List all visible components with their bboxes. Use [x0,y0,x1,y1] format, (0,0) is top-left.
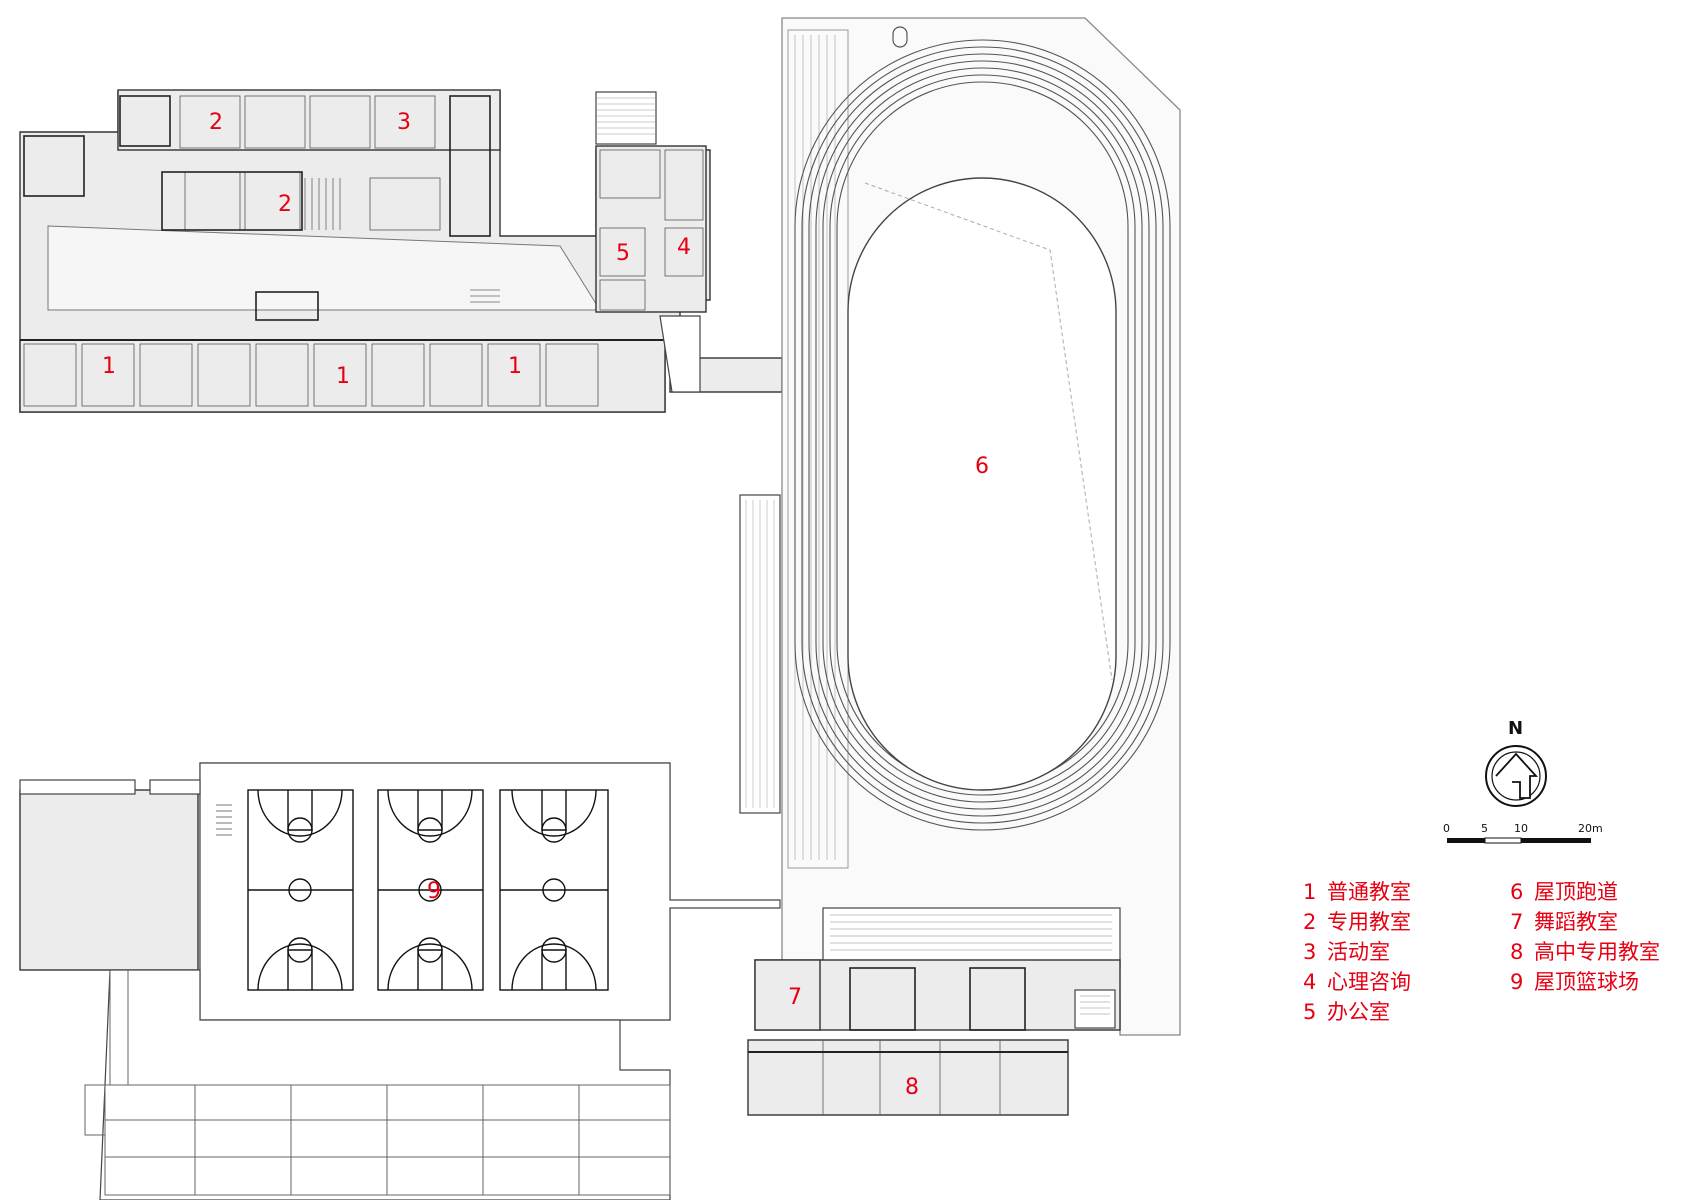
legend-number: 4 [1303,970,1317,994]
scale-tick-10: 10 [1514,822,1528,835]
legend-label: 屋顶篮球场 [1534,970,1639,994]
legend-number: 1 [1303,880,1317,904]
room-number-activity-room: 3 [397,110,411,135]
legend-item: 4 心理咨询 [1303,966,1411,996]
legend-item: 1 普通教室 [1303,876,1411,906]
room-number-special-classroom: 2 [278,192,292,217]
legend-item: 7 舞蹈教室 [1510,906,1618,936]
scale-tick-20m: 20m [1578,822,1603,835]
legend-number: 9 [1510,970,1524,994]
room-number-senior-special-classroom: 8 [905,1075,919,1100]
room-number-dance-room: 7 [788,985,802,1010]
legend-label: 专用教室 [1327,910,1411,934]
legend-number: 6 [1510,880,1524,904]
legend-number: 8 [1510,940,1524,964]
legend-label: 普通教室 [1327,880,1411,904]
legend-number: 5 [1303,1000,1317,1024]
legend-label: 高中专用教室 [1534,940,1660,964]
legend-label: 活动室 [1327,940,1390,964]
legend-item: 8 高中专用教室 [1510,936,1660,966]
room-numbers: 2 2 3 4 5 1 1 1 6 9 7 8 [102,110,989,1100]
legend-number: 3 [1303,940,1317,964]
legend-item: 5 办公室 [1303,996,1390,1026]
scale-bar [1447,837,1591,844]
north-label: N [1508,718,1524,739]
legend-number: 7 [1510,910,1524,934]
southeast-building [747,907,1121,1116]
basketball-building [19,762,781,1200]
room-number-special-classroom: 2 [209,110,223,135]
legend-label: 屋顶跑道 [1534,880,1618,904]
room-number-roof-track: 6 [975,454,989,479]
scale-tick-0: 0 [1443,822,1450,835]
room-number-office: 5 [616,241,630,266]
room-number-ordinary-classroom: 1 [508,354,522,379]
legend-number: 2 [1303,910,1317,934]
legend-item: 9 屋顶篮球场 [1510,966,1639,996]
legend-label: 心理咨询 [1327,970,1411,994]
north-arrow-icon [1485,745,1547,807]
scale-tick-5: 5 [1481,822,1488,835]
room-number-ordinary-classroom: 1 [336,364,350,389]
room-number-roof-basketball: 9 [427,879,441,904]
legend-item: 2 专用教室 [1303,906,1411,936]
legend-item: 3 活动室 [1303,936,1390,966]
north-building [19,89,783,413]
room-number-ordinary-classroom: 1 [102,354,116,379]
room-number-counseling: 4 [677,235,691,260]
legend-label: 办公室 [1327,1000,1390,1024]
legend-label: 舞蹈教室 [1534,910,1618,934]
legend-item: 6 屋顶跑道 [1510,876,1618,906]
roof-track [739,17,1181,1036]
